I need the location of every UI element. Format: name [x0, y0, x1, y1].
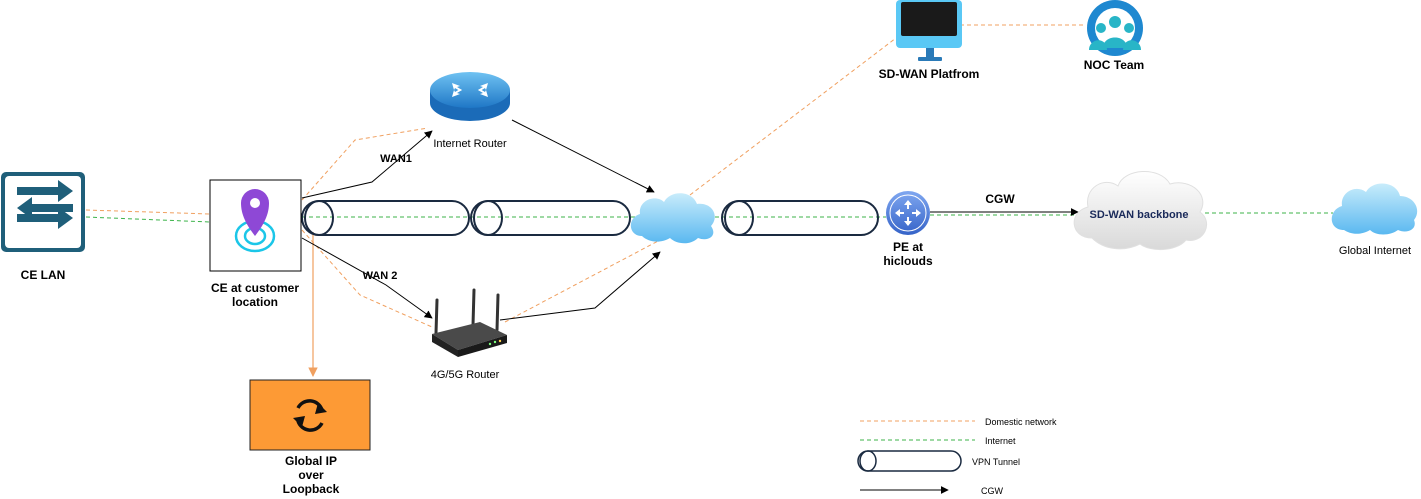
legend-vpn-swatch	[857, 450, 962, 472]
domestic-links	[85, 24, 1083, 328]
legend-vpn-label: VPN Tunnel	[972, 457, 1020, 467]
pe-label-line1: PE at	[893, 240, 923, 254]
internet-links	[85, 212, 1333, 223]
legend-domestic-label: Domestic network	[985, 417, 1057, 427]
ce-label-line1: CE at customer	[211, 281, 299, 295]
sdwan-backbone-label: SD-WAN backbone	[1089, 209, 1188, 221]
internet-router-icon	[430, 72, 510, 121]
wan2-arrow	[301, 237, 433, 319]
global-internet-label: Global Internet	[1339, 245, 1411, 257]
4g5g-router-label: 4G/5G Router	[431, 369, 500, 381]
domestic-ce-to-4g-router	[301, 229, 433, 328]
sdwan-platform-label: SD-WAN Platfrom	[879, 67, 980, 81]
vpn-tunnel-3	[721, 200, 879, 236]
ce-label-line2: location	[232, 295, 278, 309]
pe-router-icon	[886, 191, 930, 235]
legend-cgw-label: CGW	[981, 486, 1004, 496]
loopback-box	[249, 379, 371, 451]
domestic-ce-to-internet-router	[301, 127, 429, 201]
internet-router-to-cloud-arrow	[511, 119, 655, 193]
domestic-lan-to-ce	[85, 209, 211, 215]
cgw-links	[301, 119, 1079, 321]
vpn-tunnel-2	[470, 200, 631, 236]
legend-internet-label: Internet	[985, 436, 1016, 446]
4g-router-to-cloud-arrow	[499, 251, 661, 321]
ce-lan-label: CE LAN	[21, 268, 66, 282]
4g5g-router-icon	[432, 288, 507, 357]
noc-team-icon	[1087, 0, 1143, 56]
legend: Domestic network Internet VPN Tunnel CGW	[857, 417, 1057, 496]
wan1-arrow	[301, 130, 433, 199]
global-internet-cloud-icon	[1331, 183, 1418, 235]
pe-label-line2: hiclouds	[883, 254, 933, 268]
ce-lan-switch-icon	[1, 172, 85, 252]
loopback-label-line1: Global IP	[285, 454, 337, 468]
internet-router-label: Internet Router	[433, 138, 507, 150]
domestic-4g-router-to-cloud	[504, 239, 661, 323]
location-pin-icon	[234, 189, 276, 253]
cgw-link-label: CGW	[985, 192, 1015, 206]
domestic-cloud-to-platform	[689, 37, 897, 196]
vpn-tunnel-1	[301, 200, 470, 236]
wan2-label: WAN 2	[363, 270, 398, 282]
sdwan-backbone-cloud-icon	[1073, 171, 1207, 250]
noc-team-label: NOC Team	[1084, 58, 1144, 72]
internet-lan-to-ce	[85, 216, 211, 223]
loopback-label-line2: over	[298, 468, 324, 482]
vpn-tunnels	[301, 200, 879, 236]
wan1-label: WAN1	[380, 153, 412, 165]
ce-device	[209, 179, 302, 272]
internet-cloud-icon	[630, 193, 715, 244]
loopback-label-line3: Loopback	[283, 482, 340, 496]
sdwan-platform-monitor-icon	[896, 0, 962, 61]
